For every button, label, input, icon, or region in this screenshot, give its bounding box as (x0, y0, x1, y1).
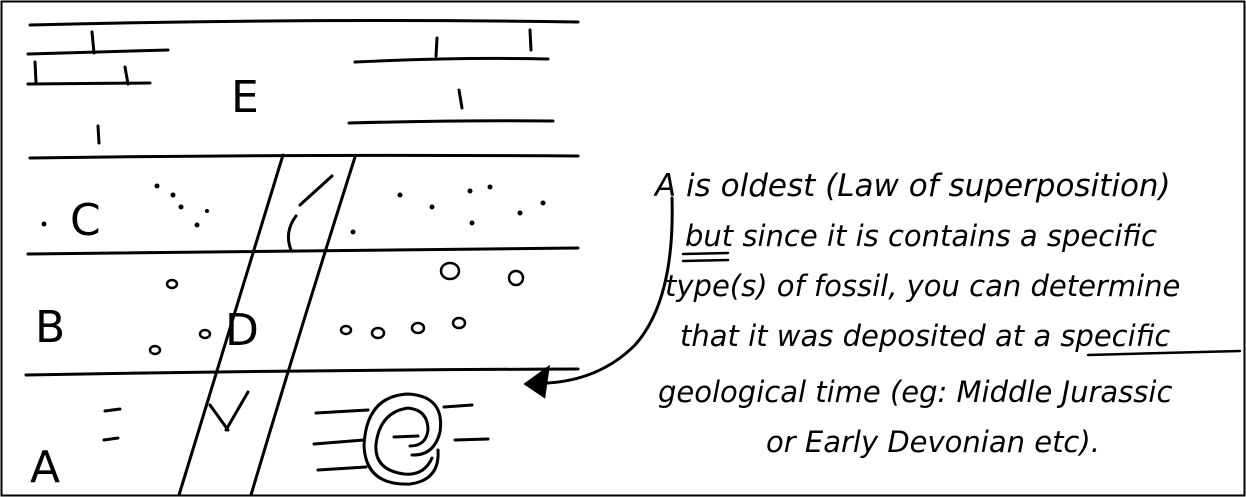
annotation-line-3: type(s) of fossil, you can determine (665, 269, 1180, 303)
stratum-label-c: C (70, 195, 101, 246)
limestone-ticks (35, 30, 531, 143)
arrow-to-layer-a (526, 198, 672, 396)
ammonite-fossil-icon (364, 394, 441, 484)
annotation-line-5: geological time (eg: Middle Jurassic (658, 375, 1172, 409)
pebbles (150, 263, 523, 354)
stratum-label-a: A (30, 442, 60, 493)
stratum-label-b: B (35, 302, 65, 353)
annotation-line-2: but since it is contains a specific (685, 219, 1157, 253)
annotation: A is oldest (Law of superposition) but s… (653, 168, 1180, 459)
stratum-label-e: E (231, 72, 259, 123)
annotation-line-1: A is oldest (Law of superposition) (653, 168, 1171, 204)
annotation-line-6: or Early Devonian etc). (766, 425, 1100, 459)
sand-dots (42, 184, 546, 235)
stratum-label-d: D (225, 305, 259, 356)
annotation-line-4: that it was deposited at a specific (680, 319, 1170, 353)
